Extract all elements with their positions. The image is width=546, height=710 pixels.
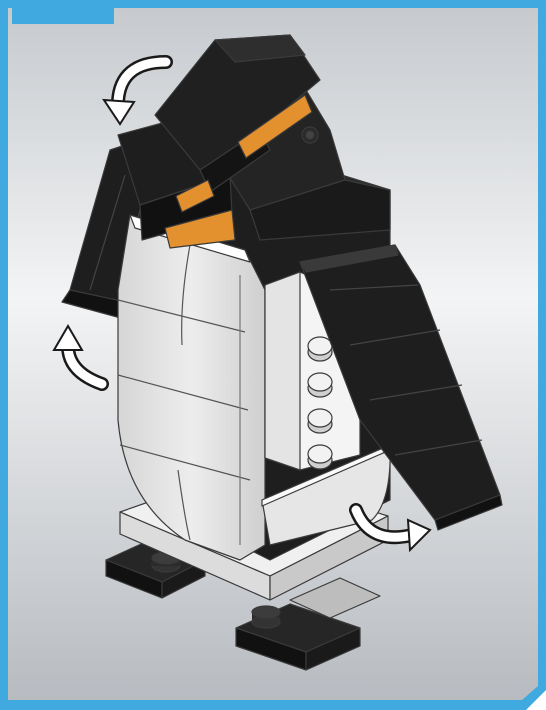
panel-tab (12, 0, 114, 24)
stud-2 (308, 373, 332, 397)
stud-4 (308, 445, 332, 469)
stud-3 (308, 409, 332, 433)
stud-1 (308, 337, 332, 361)
